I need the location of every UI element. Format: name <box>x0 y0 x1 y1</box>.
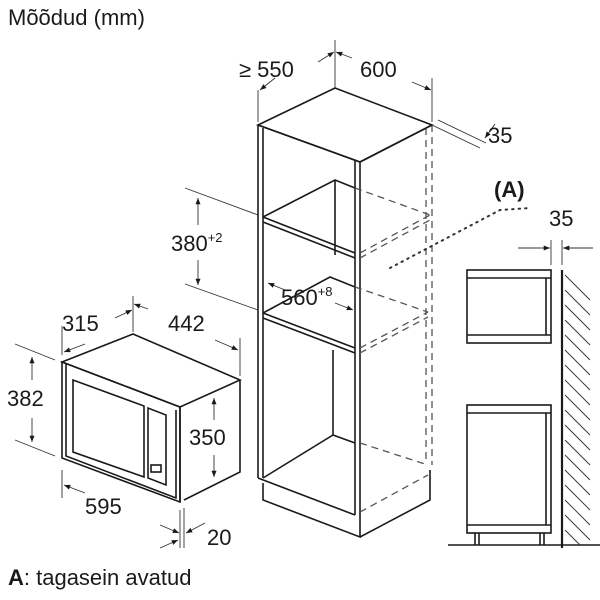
wall-gap-label: 35 <box>549 206 573 231</box>
wall-hatching <box>564 274 591 546</box>
cabinet-width-label: 600 <box>360 57 397 82</box>
appliance-body-height-label: 350 <box>189 425 226 450</box>
side-view: 35 <box>448 206 600 548</box>
caption-text: : tagasein avatud <box>23 565 192 590</box>
appliance-height-label: 382 <box>7 386 44 411</box>
appliance-inner-width-label: 442 <box>168 311 205 336</box>
cabinet-back-gap-label: 35 <box>488 123 512 148</box>
appliance-width-label: 595 <box>85 494 122 519</box>
page-title: Mõõdud (mm) <box>8 5 145 30</box>
appliance-front-depth-label: 20 <box>207 525 231 550</box>
caption: A: tagasein avatud <box>8 565 191 591</box>
niche-height-label: 380+2 <box>171 230 223 256</box>
cabinet-depth-label: ≥ 550 <box>239 57 294 82</box>
niche-width-label: 560+8 <box>281 284 333 310</box>
appliance-depth-label: 315 <box>62 311 99 336</box>
caption-key: A <box>8 565 24 590</box>
tall-cabinet <box>255 87 531 539</box>
microwave-dimensions: 315 442 382 350 595 20 <box>7 296 241 550</box>
cabinet-dimensions: ≥ 550 600 35 380+2 560+8 (A) <box>171 40 525 311</box>
microwave-appliance <box>59 333 242 504</box>
label-a: (A) <box>494 177 525 202</box>
